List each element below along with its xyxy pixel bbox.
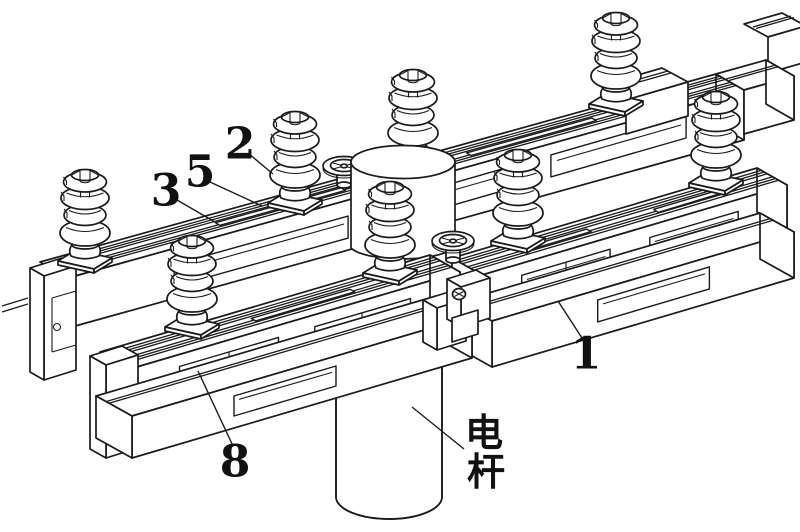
insulator [588, 11, 644, 117]
callout-label-1: 1 [571, 329, 602, 380]
callout-label-3: 3 [151, 166, 182, 217]
leader-line-3 [176, 199, 216, 223]
llb-left-face [95, 395, 133, 459]
leader-line-2 [247, 152, 274, 175]
lower-right-crossarm [451, 167, 795, 368]
pole-outline [335, 348, 443, 520]
lower-left-crossarm [89, 254, 473, 459]
clamp-screw [451, 287, 467, 301]
rear-corner-block-rails [752, 15, 795, 30]
upper-left-endcap-front [43, 265, 77, 381]
pole-clamp-brackets [422, 269, 491, 351]
callouts: 2 5 3 8 1 电 杆 [151, 119, 602, 495]
callout-label-2: 2 [225, 119, 256, 170]
leader-line-8 [197, 370, 234, 447]
leader-line-pole [411, 406, 465, 450]
upper-left-endcap-notch [51, 290, 77, 353]
ll-top-slot [250, 288, 356, 322]
insulator [57, 168, 113, 274]
rear-beam-step-front [625, 81, 689, 135]
lr-rails [456, 169, 779, 271]
leader-line-5 [209, 181, 263, 207]
drum-top [350, 144, 456, 180]
clamp-step [451, 309, 479, 343]
insulator [267, 110, 323, 216]
lrb-right-face [759, 212, 795, 279]
leader-line-1 [557, 300, 583, 339]
lrb-rails [467, 217, 774, 310]
pole-label-bottom: 杆 [467, 450, 505, 494]
clamp-left-side [422, 299, 438, 351]
endcap-bolt-hole [52, 322, 62, 332]
upper-left-endcap-side [29, 267, 45, 381]
pole-label-top: 电 [465, 411, 503, 455]
callout-label-8: 8 [220, 437, 251, 488]
left-rail-tips [1, 297, 29, 313]
upper-beam-end-step-rails [725, 64, 780, 82]
lrb-slot-depth-line [602, 273, 706, 305]
llb-slot-depth-line [238, 371, 333, 400]
upper-beam-end-step-side [765, 59, 795, 121]
llb-rails [105, 300, 450, 404]
callout-label-5: 5 [185, 147, 216, 198]
